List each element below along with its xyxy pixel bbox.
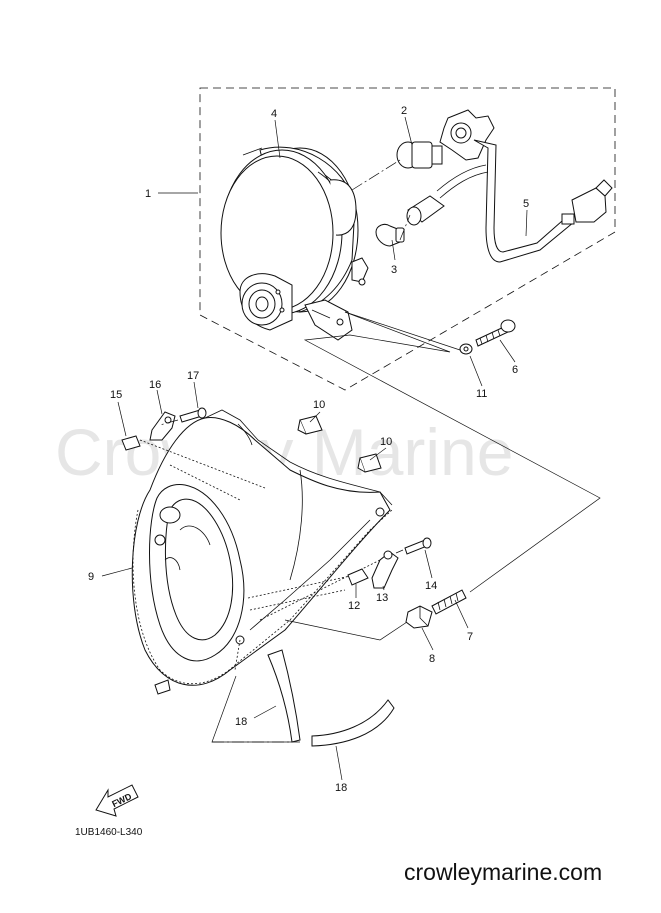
callout-14: 14 — [425, 580, 437, 592]
trim-strip-curved — [311, 699, 395, 747]
callout-10-upper: 10 — [313, 399, 325, 411]
callout-13: 13 — [376, 592, 388, 604]
callout-7: 7 — [467, 631, 473, 643]
clip-nut-lower — [357, 453, 382, 473]
screw-lower — [404, 537, 432, 555]
callout-16: 16 — [149, 379, 161, 391]
adjuster-spring — [431, 589, 467, 615]
callout-2: 2 — [401, 105, 407, 117]
assembly-boundary — [199, 87, 616, 391]
diagram-code: 1UB1460-L340 — [75, 827, 143, 838]
headlight-bulb — [396, 141, 443, 169]
socket-harness — [406, 109, 613, 263]
callout-17: 17 — [187, 370, 199, 382]
headlight-cowling — [131, 409, 393, 695]
callout-11: 11 — [476, 388, 487, 400]
grommet — [121, 435, 141, 451]
callout-18-right: 18 — [335, 782, 347, 794]
position-bulb — [375, 223, 405, 247]
callout-12: 12 — [348, 600, 360, 612]
screw-axis-upper — [159, 419, 179, 426]
callout-18-left: 18 — [235, 716, 247, 728]
headlight-unit — [220, 146, 369, 341]
callout-5: 5 — [523, 198, 529, 210]
assembly-line-mount — [303, 311, 601, 593]
callout-9: 9 — [88, 571, 94, 583]
callout-4: 4 — [271, 108, 277, 120]
trim-strip-vertical — [267, 649, 301, 743]
screw-axis-lower — [395, 549, 404, 554]
callout-1: 1 — [145, 188, 151, 200]
clip-nut-upper — [297, 415, 323, 435]
guide-line-nut — [284, 619, 411, 641]
stay-bracket-lower — [371, 550, 399, 589]
callout-15: 15 — [110, 389, 122, 401]
callout-8: 8 — [429, 653, 435, 665]
callout-3: 3 — [391, 264, 397, 276]
screw-upper — [179, 407, 207, 423]
leader-lines — [101, 116, 528, 781]
socket-axis-line — [399, 214, 411, 241]
guide-lines — [139, 439, 381, 671]
fwd-arrow-icon — [95, 784, 139, 817]
assembly-line-bolt — [344, 311, 461, 351]
callout-10-lower: 10 — [380, 436, 392, 448]
bulb-axis-line — [351, 159, 401, 191]
callout-6: 6 — [512, 364, 518, 376]
clip-12 — [347, 568, 369, 586]
website-text: crowleymarine.com — [404, 859, 602, 885]
adjuster-nut — [405, 605, 433, 629]
mount-bolt — [475, 319, 516, 347]
